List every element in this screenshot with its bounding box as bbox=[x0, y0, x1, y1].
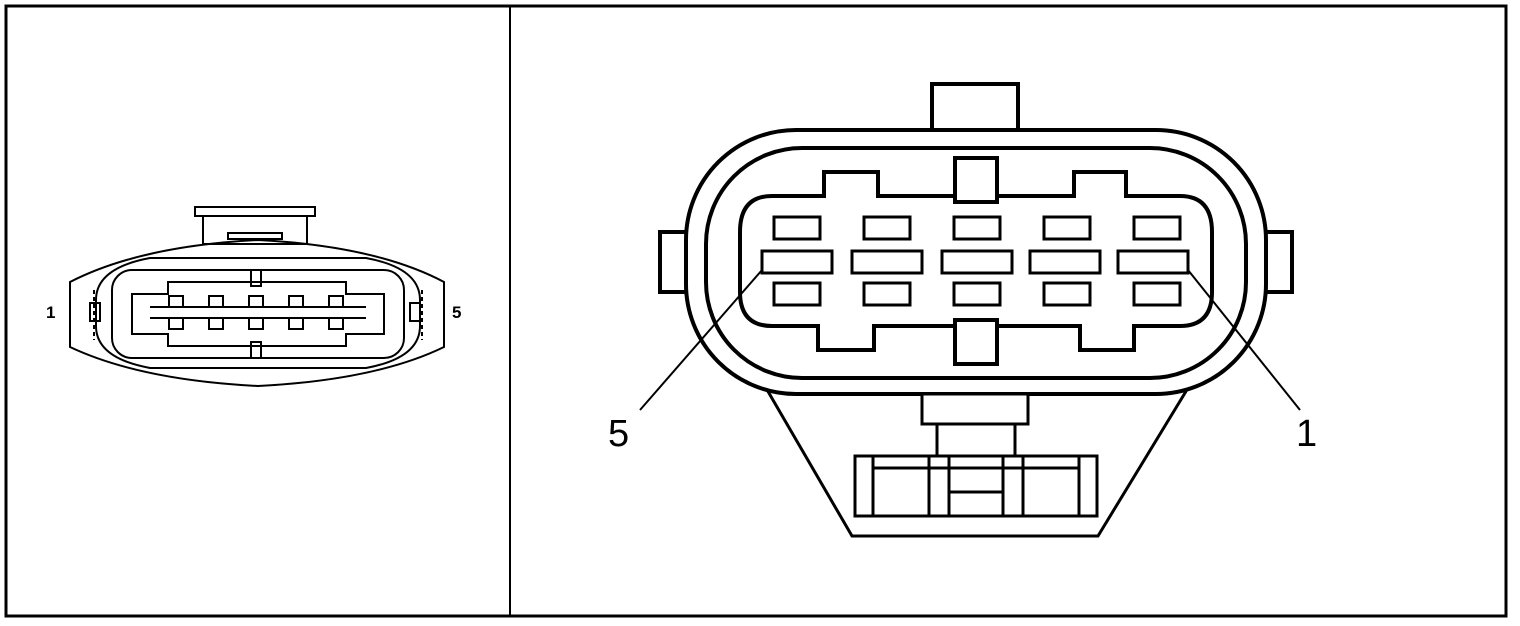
large-terminal-top bbox=[772, 215, 822, 241]
large-lower-latch bbox=[853, 454, 1099, 518]
small-terminal bbox=[288, 295, 304, 308]
small-terminal bbox=[248, 317, 264, 330]
large-lower-latch-neck bbox=[935, 422, 1017, 458]
small-inner-seal bbox=[111, 269, 405, 359]
large-pin-label-left: 5 bbox=[608, 413, 629, 455]
large-terminal-bottom bbox=[862, 281, 912, 307]
small-terminal bbox=[288, 317, 304, 330]
large-mid-latch bbox=[920, 392, 1030, 426]
large-key-top bbox=[953, 156, 999, 204]
large-cavity bbox=[738, 170, 1214, 352]
small-latch-inner bbox=[227, 232, 283, 240]
large-terminal-bottom bbox=[1132, 281, 1182, 307]
large-terminal-top bbox=[1132, 215, 1182, 241]
large-terminal-bottom bbox=[1042, 281, 1092, 307]
small-body-shell bbox=[95, 257, 421, 369]
large-tab-right bbox=[1262, 230, 1294, 294]
small-terminal bbox=[328, 317, 344, 330]
small-tab-left bbox=[89, 302, 101, 322]
large-terminal-bottom bbox=[952, 281, 1002, 307]
large-lower-housing bbox=[764, 387, 1190, 538]
small-terminal bbox=[208, 317, 224, 330]
small-cavity bbox=[131, 281, 385, 347]
small-terminal bbox=[208, 295, 224, 308]
large-terminal-mid bbox=[940, 249, 1014, 275]
small-terminal bbox=[168, 295, 184, 308]
large-top-latch bbox=[930, 82, 1020, 134]
large-key-bottom bbox=[953, 318, 999, 366]
large-terminal-top bbox=[862, 215, 912, 241]
small-pin-label-right: 5 bbox=[452, 303, 461, 322]
small-connector bbox=[69, 206, 445, 388]
small-latch-neck bbox=[202, 215, 308, 245]
large-terminal-top bbox=[1042, 215, 1092, 241]
small-key-top bbox=[250, 269, 262, 287]
small-key-bottom bbox=[250, 341, 262, 359]
small-body-outer bbox=[69, 238, 445, 388]
large-pin-label-right: 1 bbox=[1296, 413, 1317, 455]
large-tab-left bbox=[658, 230, 690, 294]
large-terminal-top bbox=[952, 215, 1002, 241]
small-tab-right bbox=[409, 302, 421, 322]
small-terminal bbox=[248, 295, 264, 308]
large-terminal-bottom bbox=[772, 281, 822, 307]
small-terminal bbox=[168, 317, 184, 330]
small-terminal bbox=[328, 295, 344, 308]
large-terminal-mid bbox=[760, 249, 834, 275]
large-inner-shell bbox=[704, 146, 1248, 380]
large-terminal-mid bbox=[850, 249, 924, 275]
large-connector bbox=[658, 82, 1294, 538]
leader-line-pin-5 bbox=[639, 269, 763, 411]
large-terminal-mid bbox=[1116, 249, 1190, 275]
large-terminal-mid bbox=[1028, 249, 1102, 275]
small-pin-label-left: 1 bbox=[46, 303, 55, 322]
small-latch-top bbox=[194, 206, 316, 217]
outer-frame bbox=[4, 4, 1508, 618]
leader-line-pin-1 bbox=[1187, 269, 1301, 411]
